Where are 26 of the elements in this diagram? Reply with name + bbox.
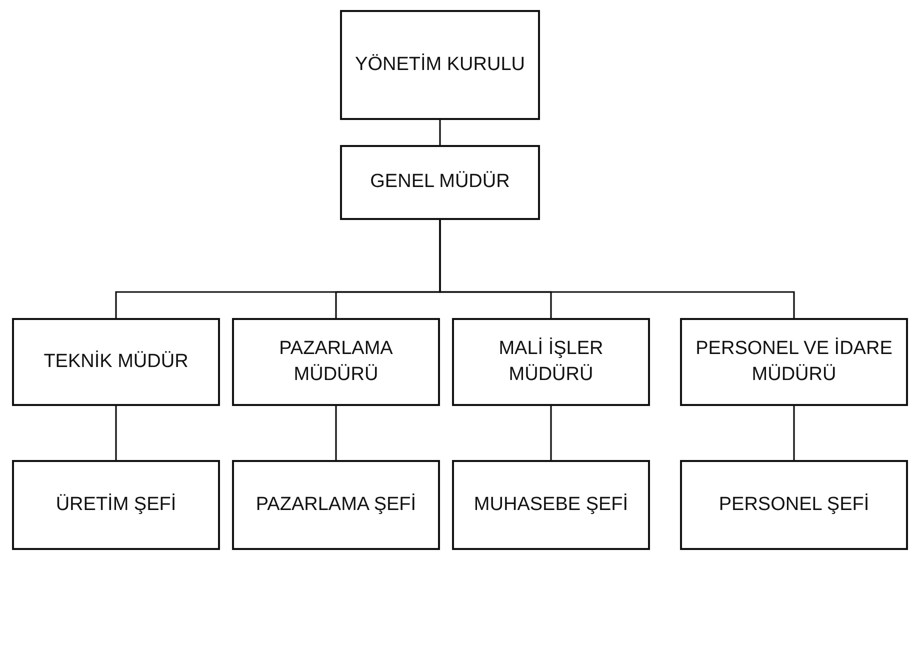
- box-label: MUHASEBE ŞEFİ: [474, 492, 628, 517]
- org-box: [680, 460, 908, 550]
- box-label: PAZARLAMA ŞEFİ: [256, 492, 416, 517]
- org-box: [452, 460, 650, 550]
- connector-line: [439, 120, 441, 145]
- connector-line: [439, 220, 795, 318]
- connector-line: [793, 406, 795, 460]
- connector-line: [550, 406, 552, 460]
- box-label: YÖNETİM KURULU: [355, 52, 525, 77]
- box-label: ÜRETİM ŞEFİ: [56, 492, 176, 517]
- org-box: [340, 145, 540, 220]
- org-box: [232, 460, 440, 550]
- box-label: MALİ İŞLER MÜDÜRÜ: [498, 336, 604, 387]
- box-label: PERSONEL VE İDARE MÜDÜRÜ: [694, 336, 894, 387]
- box-label: TEKNİK MÜDÜR: [44, 350, 188, 374]
- box-label: GENEL MÜDÜR: [370, 170, 510, 194]
- connector-line: [335, 406, 337, 460]
- org-box: [340, 10, 540, 120]
- box-label: PERSONEL ŞEFİ: [718, 492, 870, 517]
- org-box: [452, 318, 650, 406]
- org-box: [680, 318, 908, 406]
- org-box: [12, 460, 220, 550]
- org-box: [12, 318, 220, 406]
- org-box: [232, 318, 440, 406]
- box-label: PAZARLAMA MÜDÜRÜ: [278, 336, 394, 387]
- connector-line: [115, 406, 117, 460]
